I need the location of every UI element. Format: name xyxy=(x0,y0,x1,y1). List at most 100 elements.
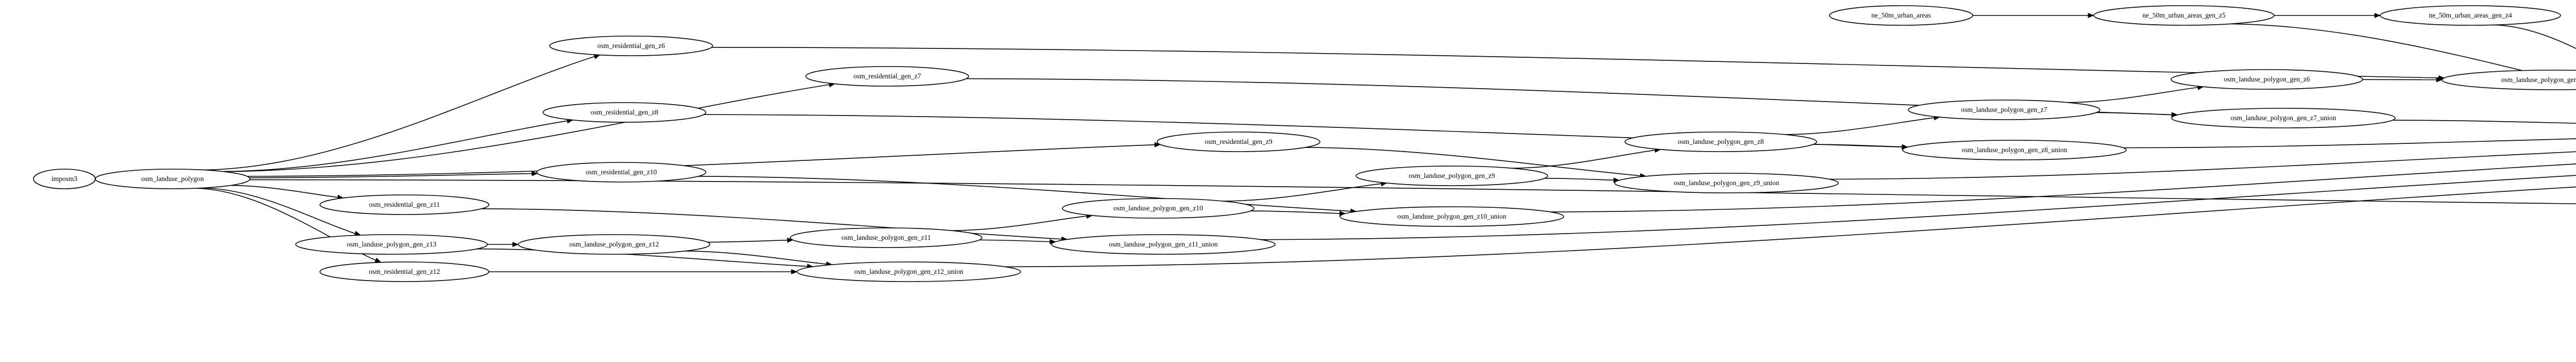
graph-node-osm-landuse-polygon-gen-z11-union[interactable]: osm_landuse_polygon_gen_z11_union xyxy=(1051,234,1276,255)
graph-node-osm-landuse-polygon-gen-z7-union[interactable]: osm_landuse_polygon_gen_z7_union xyxy=(2171,108,2396,128)
graph-edge xyxy=(1005,186,2576,268)
node-label: osm_landuse_polygon_gen_z6 xyxy=(2224,75,2310,83)
graph-edge xyxy=(952,213,1093,231)
node-shape xyxy=(2093,5,2275,26)
graph-node-osm-landuse-polygon-gen-z11[interactable]: osm_landuse_polygon_gen_z11 xyxy=(790,227,982,248)
graph-node-ne-50m-urban-areas[interactable]: ne_50m_urban_areas xyxy=(1829,5,1973,26)
node-shape xyxy=(319,194,489,215)
node-shape xyxy=(1624,131,1817,152)
node-label: osm_landuse_polygon_gen_z7 xyxy=(1961,106,2047,113)
graph-node-osm-landuse-polygon-gen-z7[interactable]: osm_landuse_polygon_gen_z7 xyxy=(1908,100,2100,120)
node-shape xyxy=(1829,5,1973,26)
node-shape xyxy=(2380,5,2561,26)
node-shape xyxy=(1157,131,1320,152)
graph-edge xyxy=(1785,115,1941,135)
node-shape xyxy=(1062,198,1255,219)
node-label: osm_landuse_polygon_gen_z13 xyxy=(347,240,436,248)
graph-edge xyxy=(2392,120,2576,124)
node-label: osm_landuse_polygon_gen_z8 xyxy=(1677,138,1764,145)
graph-node-osm-residential-gen-z12[interactable]: osm_residential_gen_z12 xyxy=(319,261,489,282)
node-shape xyxy=(518,234,710,255)
node-shape xyxy=(295,234,488,255)
node-label: osm_residential_gen_z12 xyxy=(369,268,440,275)
graph-edge xyxy=(1261,175,2576,240)
node-shape xyxy=(549,36,713,56)
node-label: osm_residential_gen_z7 xyxy=(853,72,921,80)
node-label: osm_landuse_polygon_gen_z9_union xyxy=(1674,179,1780,187)
node-label: ne_50m_urban_areas_gen_z4 xyxy=(2429,11,2512,19)
node-label: osm_landuse_polygon_gen_z6_union xyxy=(2501,76,2576,84)
graph-node-osm-residential-gen-z6[interactable]: osm_residential_gen_z6 xyxy=(549,36,713,56)
graph-node-osm-landuse-polygon-gen-z12[interactable]: osm_landuse_polygon_gen_z12 xyxy=(518,234,710,255)
graph-node-osm-landuse-polygon-gen-z12-union[interactable]: osm_landuse_polygon_gen_z12_union xyxy=(796,261,1021,282)
node-shape xyxy=(536,162,706,183)
graph-edge xyxy=(2274,13,2381,18)
node-shape xyxy=(790,227,982,248)
node-shape xyxy=(543,102,706,123)
graph-node-osm-landuse-polygon-gen-z9[interactable]: osm_landuse_polygon_gen_z9 xyxy=(1355,166,1548,186)
graph-edge xyxy=(1512,147,1662,169)
node-shape xyxy=(2442,70,2576,90)
graph-node-osm-residential-gen-z9[interactable]: osm_residential_gen_z9 xyxy=(1157,131,1320,152)
node-label: ne_50m_urban_areas_gen_z5 xyxy=(2142,11,2225,19)
node-shape xyxy=(2171,69,2363,90)
graph-edge xyxy=(711,46,2445,81)
graph-edge xyxy=(224,82,836,172)
graph-edge xyxy=(204,54,601,171)
node-shape xyxy=(1614,173,1839,193)
node-label: ne_50m_urban_areas xyxy=(1871,11,1930,19)
graph-node-ne-50m-urban-areas-gen-z4[interactable]: ne_50m_urban_areas_gen_z4 xyxy=(2380,5,2561,26)
graph-edge xyxy=(1545,177,1620,183)
graph-node-osm-landuse-polygon[interactable]: osm_landuse_polygon xyxy=(95,169,250,189)
node-label: osm_residential_gen_z6 xyxy=(597,42,665,50)
node-shape xyxy=(95,169,250,189)
graph-node-osm-landuse-polygon-gen-z8[interactable]: osm_landuse_polygon_gen_z8 xyxy=(1624,131,1817,152)
node-shape xyxy=(1355,166,1548,186)
graph-edge xyxy=(487,242,519,247)
node-label: osm_landuse_polygon_gen_z10 xyxy=(1113,204,1203,212)
node-label: osm_residential_gen_z10 xyxy=(586,168,657,176)
graph-node-osm-residential-gen-z11[interactable]: osm_residential_gen_z11 xyxy=(319,194,489,215)
graph-node-osm-residential-gen-z7[interactable]: osm_residential_gen_z7 xyxy=(805,66,969,87)
node-label: osm_landuse_polygon_gen_z12 xyxy=(569,240,659,248)
graph-edge xyxy=(2230,23,2576,85)
graph-edge xyxy=(1223,181,1387,202)
edge-layer xyxy=(95,13,2576,274)
graph-node-osm-landuse-polygon-gen-z8-union[interactable]: osm_landuse_polygon_gen_z8_union xyxy=(1902,140,2127,160)
graph-node-osm-landuse-polygon-gen-z6[interactable]: osm_landuse_polygon_gen_z6 xyxy=(2171,69,2363,90)
graph-node-osm-landuse-polygon-gen-z10-union[interactable]: osm_landuse_polygon_gen_z10_union xyxy=(1340,206,1564,227)
node-label: osm_landuse_polygon_gen_z10_union xyxy=(1397,212,1506,220)
graph-node-osm-landuse-polygon-gen-z13[interactable]: osm_landuse_polygon_gen_z13 xyxy=(295,234,488,255)
node-label: osm_landuse_polygon_gen_z11_union xyxy=(1109,240,1218,248)
graph-node-imposm3[interactable]: imposm3 xyxy=(33,169,96,189)
graph-node-osm-residential-gen-z10[interactable]: osm_residential_gen_z10 xyxy=(536,162,706,183)
node-label: osm_landuse_polygon_gen_z7_union xyxy=(2231,114,2336,122)
graph-edge xyxy=(1829,151,2576,180)
node-shape xyxy=(1902,140,2127,160)
node-layer: imposm3 osm_landuse_polygon osm_residentia… xyxy=(33,5,2576,282)
graph-edge xyxy=(1973,13,2095,18)
node-label: osm_residential_gen_z9 xyxy=(1205,138,1272,145)
node-label: osm_landuse_polygon_gen_z11 xyxy=(841,234,930,241)
graph-edge xyxy=(707,237,794,243)
graph-edge xyxy=(1550,163,2576,212)
node-label: osm_landuse_polygon_gen_z9 xyxy=(1409,172,1495,179)
graph-edge xyxy=(230,185,344,200)
node-label: imposm3 xyxy=(52,175,78,183)
graph-edge xyxy=(489,269,798,274)
graph-node-osm-landuse-polygon-gen-z6-union[interactable]: osm_landuse_polygon_gen_z6_union xyxy=(2442,70,2576,90)
graph-edge xyxy=(223,118,574,172)
graph-node-osm-landuse-polygon-gen-z9-union[interactable]: osm_landuse_polygon_gen_z9_union xyxy=(1614,173,1839,193)
node-label: osm_landuse_polygon_gen_z8_union xyxy=(1962,146,2067,154)
graph-node-osm-residential-gen-z8[interactable]: osm_residential_gen_z8 xyxy=(543,102,706,123)
node-shape xyxy=(1340,206,1564,227)
node-shape xyxy=(805,66,969,87)
node-shape xyxy=(796,261,1021,282)
node-shape xyxy=(1051,234,1276,255)
graph-node-ne-50m-urban-areas-gen-z5[interactable]: ne_50m_urban_areas_gen_z5 xyxy=(2093,5,2275,26)
node-label: osm_residential_gen_z8 xyxy=(590,108,658,116)
graph-node-osm-landuse-polygon-gen-z10[interactable]: osm_landuse_polygon_gen_z10 xyxy=(1062,198,1255,219)
graph-edge xyxy=(249,171,538,178)
